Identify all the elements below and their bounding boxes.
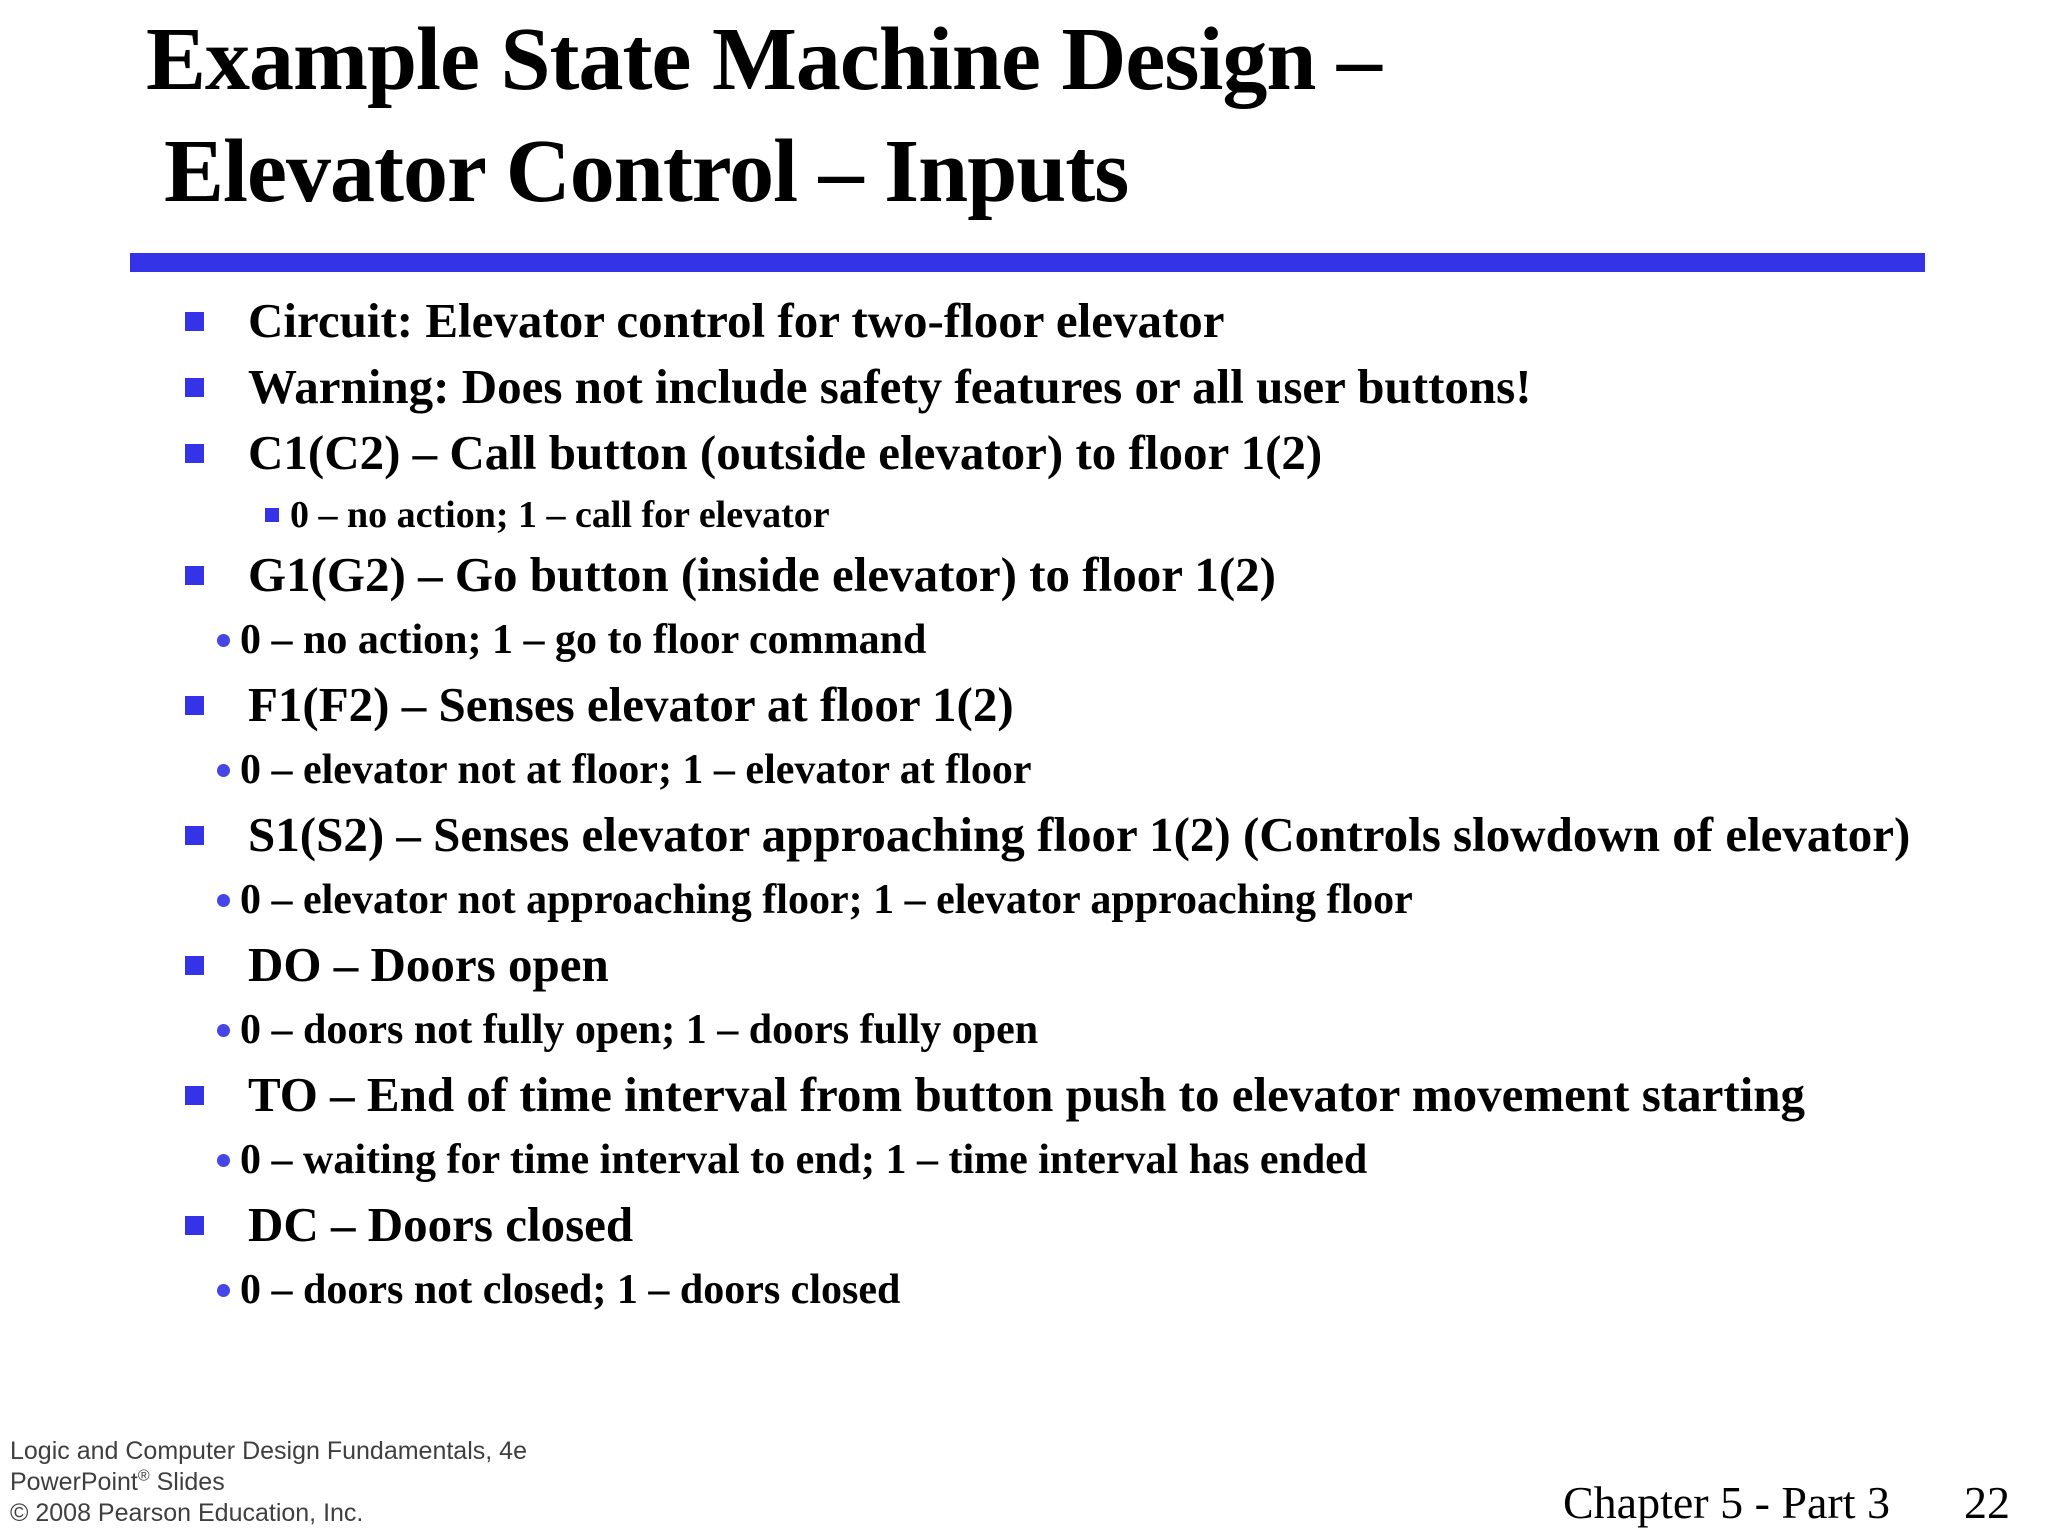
list-item: Circuit: Elevator control for two-floor …: [185, 294, 1995, 348]
list-item: S1(S2) – Senses elevator approaching flo…: [185, 808, 1995, 862]
list-item: 0 – waiting for time interval to end; 1 …: [217, 1134, 1995, 1186]
footer-slides-text: Slides: [149, 1468, 225, 1496]
bullet-square-icon: [185, 826, 204, 845]
list-item: Warning: Does not include safety feature…: [185, 360, 1995, 414]
title-line-1: Example State Machine Design –: [146, 10, 1382, 109]
list-item: 0 – elevator not at floor; 1 – elevator …: [217, 744, 1995, 796]
bullet-text: 0 – no action; 1 – call for elevator: [290, 494, 830, 536]
bullet-text: G1(G2) – Go button (inside elevator) to …: [248, 547, 1276, 602]
bullet-square-icon: [185, 696, 204, 715]
list-item: DC – Doors closed: [185, 1198, 1995, 1252]
bullet-list: Circuit: Elevator control for two-floor …: [185, 294, 1995, 1328]
bullet-text: C1(C2) – Call button (outside elevator) …: [248, 425, 1323, 480]
bullet-text: 0 – waiting for time interval to end; 1 …: [240, 1137, 1368, 1183]
bullet-square-icon: [185, 444, 204, 463]
title-underline: [130, 253, 1925, 272]
list-item: C1(C2) – Call button (outside elevator) …: [185, 426, 1995, 480]
bullet-dot-icon: [217, 764, 230, 777]
list-item: 0 – doors not closed; 1 – doors closed: [217, 1264, 1995, 1316]
registered-mark-icon: ®: [137, 1467, 150, 1485]
bullet-text: Circuit: Elevator control for two-floor …: [248, 293, 1225, 348]
footer-powerpoint-line: PowerPoint® Slides: [10, 1467, 527, 1498]
bullet-square-icon: [185, 956, 204, 975]
bullet-text: 0 – no action; 1 – go to floor command: [240, 617, 927, 663]
title-line-2: Elevator Control – Inputs: [164, 122, 1129, 221]
list-item: 0 – doors not fully open; 1 – doors full…: [217, 1004, 1995, 1056]
bullet-square-icon: [185, 312, 204, 331]
list-item: 0 – no action; 1 – go to floor command: [217, 614, 1995, 666]
bullet-dot-icon: [217, 1154, 230, 1167]
bullet-square-icon: [185, 378, 204, 397]
bullet-text: Warning: Does not include safety feature…: [248, 359, 1532, 414]
footer-page-number: 22: [1964, 1477, 2010, 1528]
list-item: F1(F2) – Senses elevator at floor 1(2): [185, 678, 1995, 732]
footer-chapter-label: Chapter 5 - Part 3: [1562, 1477, 1890, 1528]
bullet-dot-icon: [217, 634, 230, 647]
list-item: TO – End of time interval from button pu…: [185, 1068, 1995, 1122]
bullet-text: 0 – elevator not approaching floor; 1 – …: [240, 877, 1413, 923]
bullet-text: 0 – doors not closed; 1 – doors closed: [240, 1267, 901, 1313]
list-item: 0 – elevator not approaching floor; 1 – …: [217, 874, 1995, 926]
list-item: G1(G2) – Go button (inside elevator) to …: [185, 548, 1995, 602]
bullet-dot-icon: [217, 1024, 230, 1037]
footer-powerpoint-text: PowerPoint: [10, 1468, 138, 1496]
bullet-square-icon: [185, 1086, 204, 1105]
page-title: Example State Machine Design – Elevator …: [146, 4, 1382, 228]
footer-publisher-line: © 2008 Pearson Education, Inc.: [10, 1499, 364, 1527]
bullet-text: 0 – elevator not at floor; 1 – elevator …: [240, 747, 1032, 793]
bullet-text: S1(S2) – Senses elevator approaching flo…: [248, 807, 1911, 862]
bullet-text: DO – Doors open: [248, 937, 609, 992]
bullet-square-icon: [185, 1216, 204, 1235]
bullet-text: TO – End of time interval from button pu…: [248, 1067, 1806, 1122]
bullet-text: DC – Doors closed: [248, 1197, 634, 1252]
bullet-square-icon: [265, 508, 279, 522]
bullet-dot-icon: [217, 894, 230, 907]
bullet-square-icon: [185, 566, 204, 585]
list-item: DO – Doors open: [185, 938, 1995, 992]
list-item: 0 – no action; 1 – call for elevator: [265, 492, 1995, 538]
bullet-text: 0 – doors not fully open; 1 – doors full…: [240, 1007, 1039, 1053]
bullet-dot-icon: [217, 1284, 230, 1297]
footer-copyright: Logic and Computer Design Fundamentals, …: [10, 1436, 527, 1529]
footer-page-info: Chapter 5 - Part 3 22: [1563, 1478, 2010, 1528]
footer-book-title: Logic and Computer Design Fundamentals, …: [10, 1437, 527, 1465]
bullet-text: F1(F2) – Senses elevator at floor 1(2): [248, 677, 1014, 732]
